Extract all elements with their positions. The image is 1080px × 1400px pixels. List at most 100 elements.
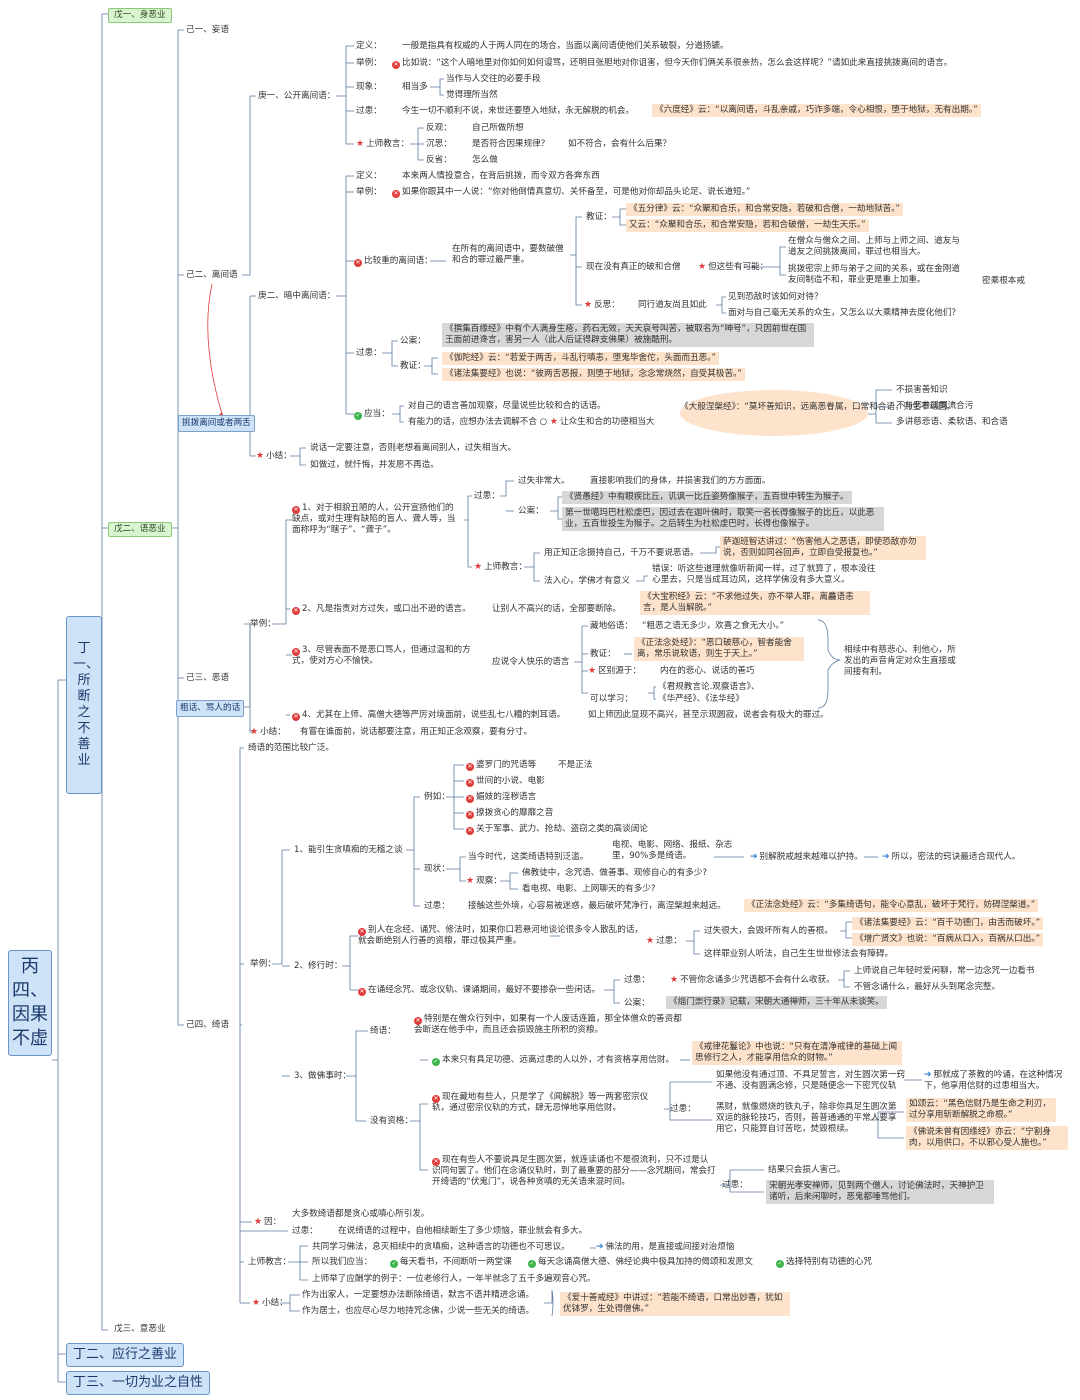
root-node[interactable]: 丙四、因果不虚 [8, 950, 52, 1056]
e3-value[interactable]: 应说令人快乐的语言 [492, 657, 570, 667]
q1-gc-1[interactable]: 佛教徒中，念咒语、做善事、观修自心的有多少? [522, 868, 708, 878]
q3-yz-quote[interactable]: 《戒律花鬘论》中也说：“只有在清净戒律的基础上闻思修行之人，才能享用信众的财物。… [692, 1041, 902, 1065]
g1-ex-key[interactable]: 举例： [356, 58, 382, 68]
q1-xz-value[interactable]: 当今时代，这类绮语特别泛滥。 [468, 852, 589, 862]
g2-now-3[interactable]: 密乘根本戒 [982, 276, 1025, 286]
xj3-key[interactable]: ★小结： [252, 1298, 288, 1309]
g2-gg-value[interactable]: 《撰集百缘经》中有个人满身生疮，药石无效，天天哀号叫苦，被取名为“呻号”，只因前… [442, 323, 814, 347]
e1-tc-1[interactable]: 用正知正念摄持自己，千万不要说恶语。 [544, 548, 699, 558]
g2-now-value[interactable]: ★但这些有可能： [698, 262, 768, 273]
q2-2-1[interactable]: 上师说自己年轻时爱闲聊，常一边念咒一边看书 [854, 966, 1035, 976]
g1-ph-1[interactable]: 当作与人交往的必要手段 [446, 74, 541, 84]
q3[interactable]: 3、做佛事时： [294, 1071, 352, 1081]
xj2-value[interactable]: 有嘗在谁面前，说话都要注意，用正知正念观察，要有分寸。 [300, 727, 533, 737]
q3-qy-key[interactable]: 绮语： [370, 1026, 396, 1036]
xj3-quote[interactable]: 《爱十善戒经》中讲过：“若能不绮语，口常出妙香，犹如优钵罗，生处得僧佛。” [560, 1292, 790, 1316]
tc-key[interactable]: 上师教言： [248, 1257, 291, 1267]
q2-2-value[interactable]: ★不管你念诵多少咒语都不会有什么收获。 [670, 975, 835, 986]
e3[interactable]: ✕3、尽管表面不是恶口骂人，但通过温和的方式，使对方心不愉快。 [292, 645, 482, 667]
node-w3[interactable]: 戊三、意恶业 [114, 1324, 166, 1334]
xj3-1[interactable]: 作为出家人，一定要想办法断除绮语，默言不语并精进念诵。 [302, 1290, 535, 1300]
node-d2[interactable]: 丁二、应行之善业 [66, 1343, 185, 1367]
e1-gh-key[interactable]: 过患： [474, 491, 500, 501]
q2-ga-value[interactable]: 《缁门崇行录》记载，宋朝大通禅师，三十年从未谈笑。 [666, 996, 887, 1009]
q2-1-w[interactable]: 这样罪业别人听法，自己生生世世修法会有障碍。 [704, 949, 894, 959]
tc-3[interactable]: 上师举了应酬学的例子：一位老修行人，一年半就念了五千多遍观音心咒。 [312, 1274, 596, 1284]
node-w1[interactable]: 戊一、身恶业 [108, 8, 172, 23]
g1-ph-key[interactable]: 现象： [356, 82, 382, 92]
g2-ex-key[interactable]: 举例： [356, 187, 382, 197]
g2-ying-2[interactable]: 有能力的话，应想办法去调解不合 ○ ★让众生和合的功德相当大 [408, 417, 655, 427]
q2-1-q1[interactable]: 《诸法集要经》云：“百千功德门，由舌而破坏。” [852, 917, 1044, 930]
g2-def-value[interactable]: 本来两人情投意合，在背后挑拨，而令双方各奔东西 [402, 171, 600, 181]
g1-ph-2[interactable]: 觉得理所当然 [446, 90, 498, 100]
e1-tc-2[interactable]: 法入心，学佛才有意义 [544, 576, 630, 586]
g1-tc-key[interactable]: ★上师教言： [356, 139, 409, 150]
node-j1[interactable]: 己一、妄语 [186, 25, 229, 35]
e4-value[interactable]: 如上师因此显现不高兴，甚至示现圆寂，说者会有极大的罪过。 [588, 710, 829, 720]
e3-kx-key[interactable]: 可以学习： [590, 694, 633, 704]
q1-gh-quote[interactable]: 《正法念处经》云：“多集绮语句，能令心意乱，破坏于梵行，妨碍涅槃道。” [744, 899, 1039, 912]
q1-gh-key[interactable]: 过患： [424, 901, 450, 911]
gh-key[interactable]: 过患： [292, 1226, 318, 1236]
q2-1-value[interactable]: 过失很大，会毁坏所有人的善根。 [704, 926, 833, 936]
g1-ex-value[interactable]: ✕比如说：“这个人暗地里对你如何如何谩骂，还明目张胆地对你诅害，但今天你们俩关系… [392, 58, 952, 69]
g2-now-2[interactable]: 挑拨密宗上师与弟子之间的关系，或在金刚道友间制造不和，罪业更是重上加重。 [788, 264, 960, 285]
q3-mz-1b2[interactable]: 《佛说未曾有因缘经》亦云：“宁割身肉，以用供口，不以邪心受人施也。” [906, 1126, 1068, 1150]
g2-jz-key[interactable]: 教证： [400, 361, 426, 371]
tc-1[interactable]: 共同学习佛法，息灭相续中的贪嗔痴，这种语言的功德也不可思议。 [312, 1242, 570, 1252]
q1[interactable]: 1、能引生贪嗔痴的无稽之谈 [294, 845, 403, 855]
q-fw[interactable]: 绮语的范围比较广泛。 [248, 743, 334, 753]
e3-sy-value[interactable]: “粗恶之语无多少，欢喜之食无大小。” [642, 621, 785, 631]
q1-xz-2[interactable]: ➔所以，密法的窍诀最适合现代人。 [882, 852, 1020, 863]
tc-2c[interactable]: ✓选择特别有功德的心咒 [776, 1257, 872, 1268]
g2-oval[interactable]: 《大般涅槃经》：“莫坏善知识，远离恶眷属，口常和合语，则生不动国。” [680, 390, 955, 436]
e3-jz-value[interactable]: 《正法念处经》：“恶口破慈心，智者能舍离，常乐说软语，则生于天上。” [634, 637, 804, 661]
node-w2[interactable]: 戊二、语恶业 [108, 522, 172, 537]
g1-tc-2w[interactable]: 如不符合，会有什么后果？ [568, 139, 672, 149]
e1-tc-2q[interactable]: 错误：听这些道理就像听新闻一样，过了就算了，根本没往心里去，只是当成耳边风，这样… [652, 564, 876, 585]
e3-jz-key[interactable]: 教证： [590, 649, 616, 659]
g1-tc-3k[interactable]: 反省： [426, 155, 452, 165]
node-cs[interactable]: 粗话、骂人的话 [176, 700, 245, 717]
g1-fa-key[interactable]: 过患： [356, 106, 382, 116]
tc-2[interactable]: 所以我们应当： [312, 1257, 373, 1267]
q3-yz[interactable]: ✓本来只有具足功德、远离过患的人以外，才有资格享用信财。 [432, 1055, 674, 1066]
node-g2[interactable]: 庚二、暗中离间语： [258, 291, 336, 301]
g1-fa-quote[interactable]: 《六度经》云：“以离间语，斗乱亲戚，巧诈多端，令心相恨，堕于地狱，无有出期。” [652, 104, 981, 117]
e3-kx-2[interactable]: 《华严经》、《法华经》 [658, 694, 744, 704]
e4[interactable]: ✕4、尤其在上师、高僧大德等严厉对境面前，说些乱七八糟的刺耳语。 [292, 710, 565, 721]
yin-key[interactable]: ★因： [254, 1217, 281, 1228]
node-j3[interactable]: 己三、恶语 [186, 673, 229, 683]
e1-tc-key[interactable]: ★上师教言： [474, 562, 527, 573]
g1-tc-1k[interactable]: 反观： [426, 123, 452, 133]
q2-ga-key[interactable]: 公案： [624, 998, 650, 1008]
q3-mz-2v[interactable]: 结果只会损人害己。 [768, 1165, 846, 1175]
yin-value[interactable]: 大多数绮语都是贪心或嗔心所引发。 [292, 1209, 430, 1219]
q3-mz-2k[interactable]: 过患： [722, 1180, 748, 1190]
g2-fs-value[interactable]: 同行道友尚且如此 [638, 300, 707, 310]
g2-jy-1[interactable]: 《五分律》云：“众聚和合乐，和合常安隐，若破和合僧，一劫地狱苦。” [626, 203, 904, 216]
g2-gg-key[interactable]: 公案： [400, 336, 426, 346]
e1-gh-value[interactable]: 过失非常大。 [518, 476, 570, 486]
g2-now-1[interactable]: 在僧众与僧众之间、上师与上师之间、道友与道友之间挑拨离间，罪过也相当大。 [788, 236, 960, 257]
xj1-key[interactable]: ★小结： [256, 451, 292, 462]
g2-jz-1[interactable]: 《伽陀经》云：“若爱于两舌，斗乱行嗔恚，堕鬼毕舍佗，头面而丑恶。” [442, 352, 720, 365]
q1-gc-2[interactable]: 看电视、电影、上网聊天的有多少? [522, 884, 656, 894]
e3-side[interactable]: 相续中有慈悲心、利他心，所发出的声音肯定对众生直接或间接有利。 [844, 645, 956, 677]
q3-mz-1[interactable]: ✕现在藏地有些人，只是学了《闻解脱》等一两套密宗仪轨，通过密宗仪轨的方式，肆无忌… [432, 1092, 664, 1114]
q1-ex-4[interactable]: ✕撩拨贪心的靡靡之音 [466, 808, 553, 819]
g1-tc-2v[interactable]: 是否符合因果规律？ [472, 139, 550, 149]
xj3-2[interactable]: 作为居士，也应尽心尽力地持咒念佛，少说一些无关的绮语。 [302, 1306, 535, 1316]
e3-qb-value[interactable]: 内在的悲心、说话的善巧 [660, 666, 755, 676]
q3-mz-2q[interactable]: 宋朝光孝安禅师，见到两个僧人，讨论佛法时，天神护卫诸听，后来闲聊时，恶鬼都唾骂他… [766, 1180, 994, 1204]
q3-mz-1k[interactable]: 过患： [670, 1104, 696, 1114]
g2-hv-value[interactable]: 在所有的离间语中，要数破僧和合的罪过最严重。 [452, 244, 564, 265]
g2-fa-key[interactable]: 过患： [356, 348, 382, 358]
q1-gh-value[interactable]: 接触这些外境，心容易被迷惑，最后破坏梵净行，离涅槃越来越远。 [468, 901, 726, 911]
q2[interactable]: 2、修行时： [294, 961, 343, 971]
e1-ga-key[interactable]: 公案： [518, 506, 544, 516]
q3-mz-1a[interactable]: 如果他没有通过顶、不具足誓言，对生圆次第一窍不通、没有圆满念修，只是随便念一下密… [716, 1070, 906, 1091]
gh-value[interactable]: 在说绮语的过程中，自他相续断生了多少烦恼，罪业就会有多大。 [338, 1226, 588, 1236]
e3-sy-key[interactable]: 藏地俗语： [590, 621, 633, 631]
